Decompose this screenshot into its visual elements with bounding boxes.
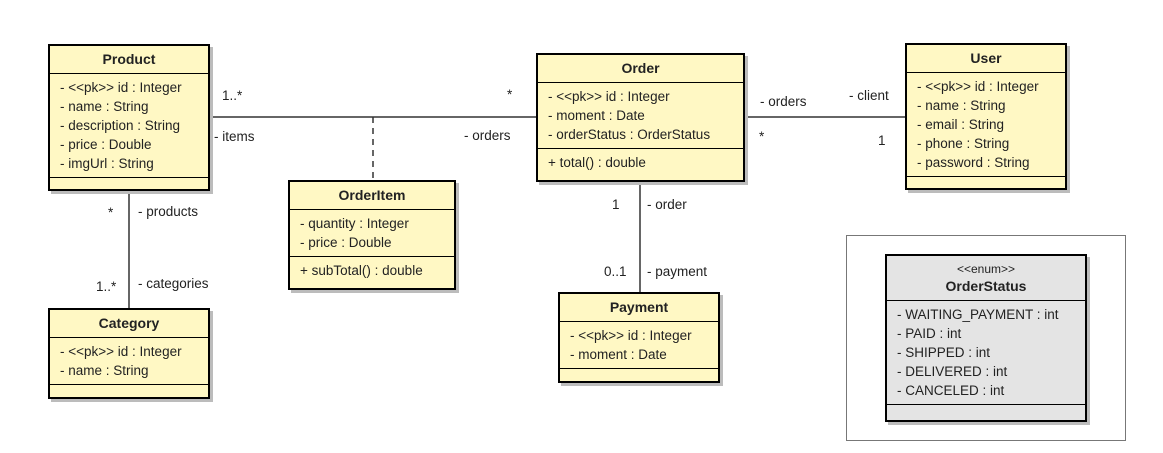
attribute: - email : String <box>917 117 1005 132</box>
attributes-section: - quantity : Integer - price : Double <box>290 209 454 256</box>
role-label: - payment <box>647 264 708 279</box>
attribute: - price : Double <box>300 235 392 250</box>
attribute: - password : String <box>917 155 1030 170</box>
class-name: Category <box>98 315 160 331</box>
attribute: - name : String <box>60 99 149 114</box>
order-class[interactable]: Order - <<pk>> id : Integer - moment : D… <box>536 53 745 182</box>
multiplicity-label: * <box>507 87 513 102</box>
multiplicity-label: 1..* <box>96 279 117 294</box>
attribute: - <<pk>> id : Integer <box>60 80 182 95</box>
enum-literal: - CANCELED : int <box>897 383 1005 398</box>
class-name: Order <box>621 60 660 76</box>
role-label: - products <box>138 204 199 219</box>
attributes-section: - <<pk>> id : Integer - name : String <box>50 337 208 384</box>
enum-name: OrderStatus <box>945 278 1027 294</box>
operations-section <box>560 368 718 378</box>
multiplicity-label: 1 <box>878 133 886 148</box>
attribute: - description : String <box>60 118 181 133</box>
operations-section <box>50 177 208 187</box>
attribute: - <<pk>> id : Integer <box>917 79 1039 94</box>
attribute: - <<pk>> id : Integer <box>570 328 692 343</box>
payment-class[interactable]: Payment - <<pk>> id : Integer - moment :… <box>558 292 720 383</box>
attribute: - quantity : Integer <box>300 216 409 231</box>
attribute: - moment : Date <box>548 108 645 123</box>
literals-section: - WAITING_PAYMENT : int - PAID : int - S… <box>887 300 1085 404</box>
attribute: - name : String <box>60 363 149 378</box>
attribute: - <<pk>> id : Integer <box>60 344 182 359</box>
role-label: - order <box>647 197 687 212</box>
attributes-section: - <<pk>> id : Integer - moment : Date - … <box>538 82 743 148</box>
attribute: - phone : String <box>917 136 1010 151</box>
attribute: - <<pk>> id : Integer <box>548 89 670 104</box>
operations-section <box>50 384 208 394</box>
product-class[interactable]: Product - <<pk>> id : Integer - name : S… <box>48 44 210 191</box>
orderstatus-enum[interactable]: <<enum>> OrderStatus - WAITING_PAYMENT :… <box>885 254 1087 422</box>
attributes-section: - <<pk>> id : Integer - moment : Date <box>560 321 718 368</box>
attribute: - moment : Date <box>570 347 667 362</box>
operations-section <box>887 404 1085 414</box>
user-class[interactable]: User - <<pk>> id : Integer - name : Stri… <box>905 43 1067 190</box>
enum-literal: - DELIVERED : int <box>897 364 1008 379</box>
attribute: - name : String <box>917 98 1006 113</box>
class-name: Payment <box>609 299 669 315</box>
role-label: - client <box>849 88 889 103</box>
operations-section: + subTotal() : double <box>290 256 454 284</box>
enum-stereotype: <<enum>> <box>956 262 1016 276</box>
orderitem-class[interactable]: OrderItem - quantity : Integer - price :… <box>288 180 456 290</box>
role-label: - categories <box>138 276 209 291</box>
attribute: - imgUrl : String <box>60 156 154 171</box>
attribute: - price : Double <box>60 137 152 152</box>
attributes-section: - <<pk>> id : Integer - name : String - … <box>50 73 208 177</box>
multiplicity-label: 1..* <box>222 88 243 103</box>
category-class[interactable]: Category - <<pk>> id : Integer - name : … <box>48 308 210 399</box>
role-label: - orders <box>464 128 511 143</box>
class-name: Product <box>102 51 156 67</box>
attribute: - orderStatus : OrderStatus <box>548 127 711 142</box>
multiplicity-label: * <box>108 205 114 220</box>
multiplicity-label: * <box>759 129 765 144</box>
multiplicity-label: 0..1 <box>604 264 627 279</box>
enum-literal: - SHIPPED : int <box>897 345 991 360</box>
class-name: User <box>970 50 1002 66</box>
operation: + total() : double <box>548 155 646 170</box>
role-label: - orders <box>760 94 807 109</box>
attributes-section: - <<pk>> id : Integer - name : String - … <box>907 72 1065 176</box>
enum-literal: - WAITING_PAYMENT : int <box>897 307 1059 322</box>
operations-section: + total() : double <box>538 148 743 176</box>
role-label: - items <box>214 129 255 144</box>
multiplicity-label: 1 <box>612 197 620 212</box>
class-name: OrderItem <box>338 187 406 203</box>
enum-literal: - PAID : int <box>897 326 962 341</box>
operation: + subTotal() : double <box>300 263 423 278</box>
operations-section <box>907 176 1065 186</box>
